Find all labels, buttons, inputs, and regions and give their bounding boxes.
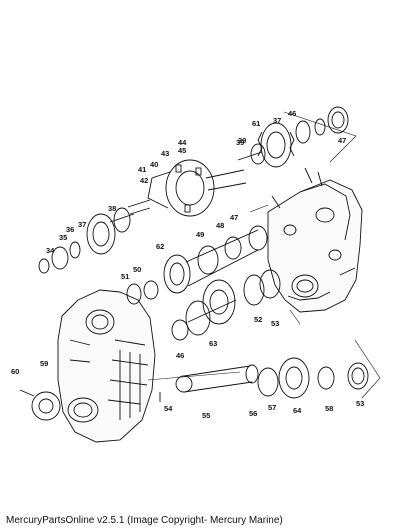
callout-39: 39	[238, 136, 246, 145]
callout-47: 47	[230, 213, 238, 222]
callout-56: 56	[249, 409, 257, 418]
right-gearcase-housing	[267, 167, 363, 313]
callout-61: 61	[252, 119, 260, 128]
left-gearcase-housing	[57, 289, 156, 443]
middle-shaft-assembly	[163, 225, 268, 294]
callout-57: 57	[268, 403, 276, 412]
callout-35: 35	[59, 233, 67, 242]
copyright-footer: MercuryPartsOnline v2.5.1 (Image Copyrig…	[6, 515, 283, 526]
callout-53: 53	[271, 319, 279, 328]
callout-42: 42	[140, 176, 148, 185]
callout-34: 34	[46, 246, 55, 255]
callout-46: 46	[288, 109, 296, 118]
callout-49: 49	[196, 230, 204, 239]
callout-44: 44	[178, 138, 187, 147]
callout-48: 48	[216, 221, 224, 230]
callout-50: 50	[133, 265, 141, 274]
lower-shaft-assembly	[19, 357, 369, 421]
callout-41: 41	[138, 165, 146, 174]
callout-37: 37	[273, 116, 281, 125]
callout-62: 62	[156, 242, 164, 251]
leader-lines	[147, 111, 381, 399]
callout-54: 54	[164, 404, 173, 413]
callout-52: 52	[254, 315, 262, 324]
clutch-drum-assembly	[127, 159, 247, 217]
callout-38: 38	[108, 204, 116, 213]
callout-46: 46	[176, 351, 184, 360]
left-gear-set	[38, 207, 135, 274]
callout-55: 55	[202, 411, 210, 420]
callout-64: 64	[293, 406, 302, 415]
upper-right-gear-set	[237, 106, 349, 168]
callout-58: 58	[325, 404, 333, 413]
callout-47: 47	[338, 136, 346, 145]
callout-43: 43	[161, 149, 169, 158]
callout-45: 45	[178, 146, 186, 155]
callout-40: 40	[150, 160, 158, 169]
callout-63: 63	[209, 339, 217, 348]
callout-51: 51	[121, 272, 129, 281]
lower-middle-gear-set	[126, 269, 281, 341]
callout-59: 59	[40, 359, 48, 368]
callout-36: 36	[66, 225, 74, 234]
callout-53: 53	[356, 399, 364, 408]
callout-37: 37	[78, 220, 86, 229]
callout-39: 39	[236, 138, 244, 147]
callout-60: 60	[11, 367, 19, 376]
